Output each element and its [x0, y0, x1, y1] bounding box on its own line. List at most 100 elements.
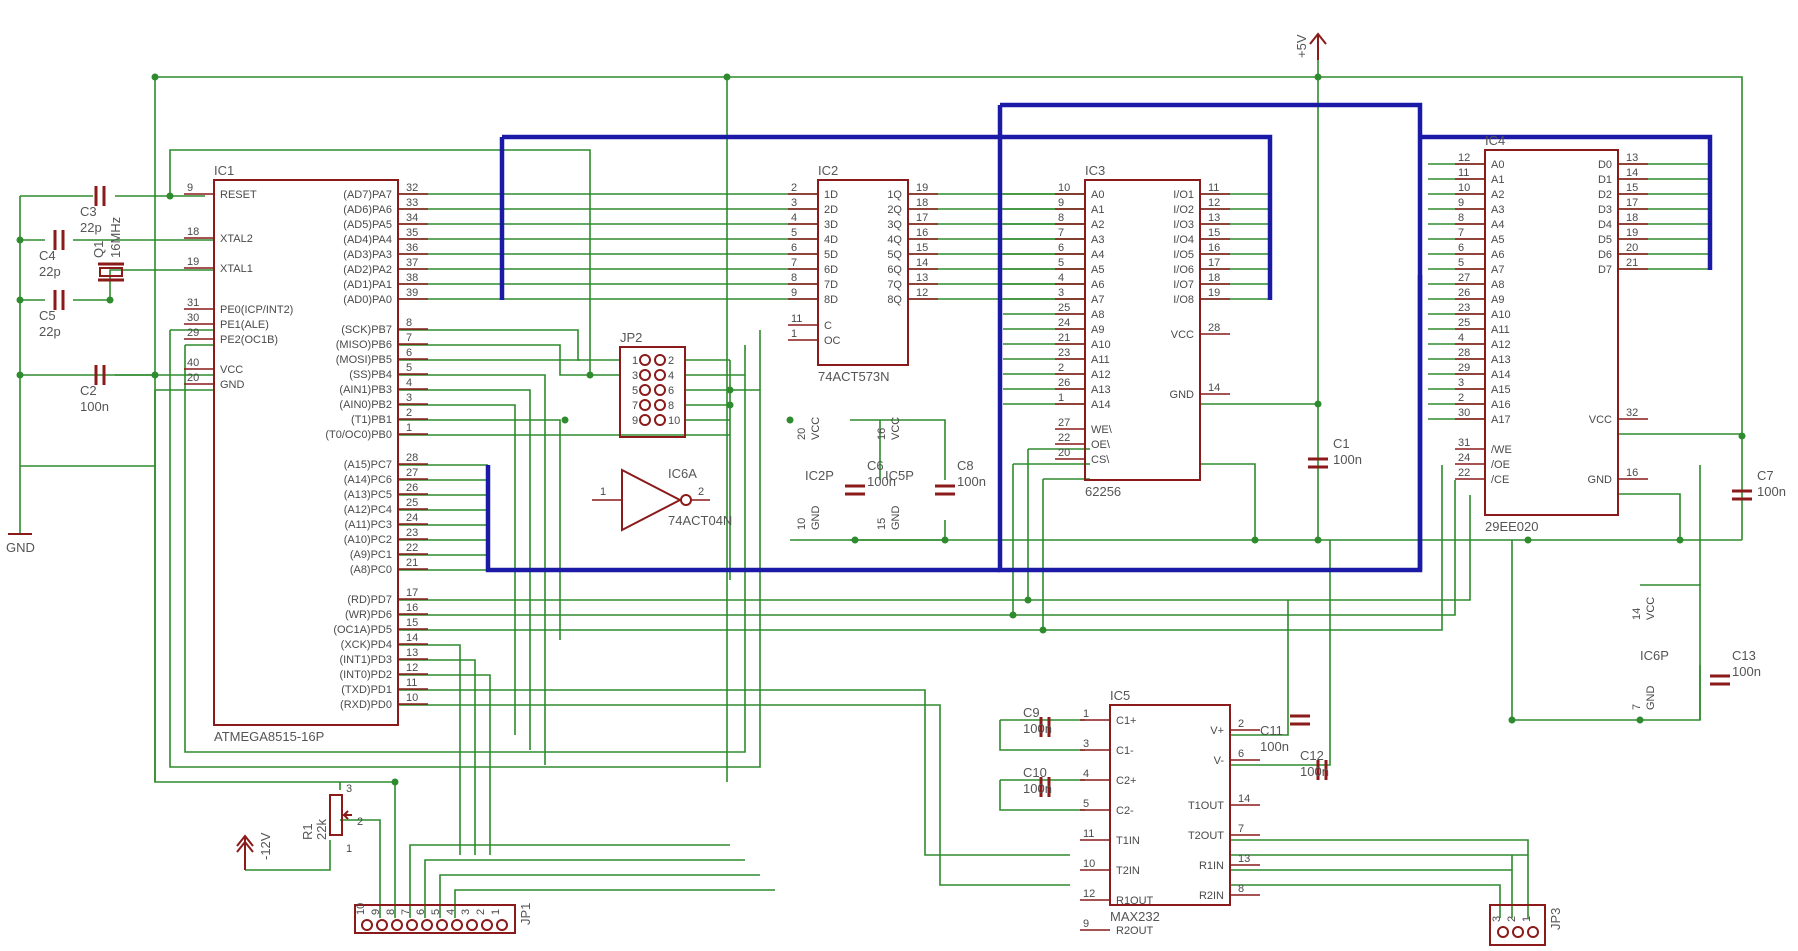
ic5-pin-name: R1OUT — [1116, 895, 1154, 907]
ic3-pin-number: 22 — [1058, 432, 1070, 444]
ic5-pin-number: 12 — [1083, 888, 1095, 900]
ic1-pin-number: 27 — [406, 467, 418, 479]
crystal-body — [99, 267, 123, 277]
junction-dot — [1251, 536, 1259, 544]
capacitor-ref: C1 — [1333, 436, 1350, 451]
ic5-pin-number: 14 — [1238, 793, 1250, 805]
ic1-pin-number: 6 — [406, 347, 412, 359]
ic4-pin-number: 26 — [1458, 287, 1470, 299]
ic4-pin-name: A1 — [1491, 174, 1504, 186]
ic2-pin-number: 4 — [791, 212, 797, 224]
ic3-pin-name: A1 — [1091, 204, 1104, 216]
ic3-pin-number: 5 — [1058, 257, 1064, 269]
ic3-pin-number: 26 — [1058, 377, 1070, 389]
ic3-ref: IC3 — [1085, 163, 1105, 178]
ic4-pin-name: A2 — [1491, 189, 1504, 201]
ic1-pin-number: 23 — [406, 527, 418, 539]
jp2-pin-number: 1 — [632, 355, 638, 367]
jp3-pin-number: 3 — [1491, 916, 1503, 922]
ic1-ref: IC1 — [214, 163, 234, 178]
ic1-pin-name: PE0(ICP/INT2) — [220, 304, 293, 316]
ic2-pin-number: 15 — [916, 242, 928, 254]
capacitor-value: 22p — [39, 264, 61, 279]
junction-dot — [106, 296, 114, 304]
ic4-pin-number: 29 — [1458, 362, 1470, 374]
ic4-pin-name: A0 — [1491, 159, 1504, 171]
ic2-pin-name: 1D — [824, 189, 838, 201]
jp2-pin-number: 9 — [632, 415, 638, 427]
power-symbols — [8, 32, 1327, 870]
capacitor-ref: C2 — [80, 383, 97, 398]
jp3-connector — [1489, 904, 1546, 946]
junction-dot — [561, 416, 569, 424]
ic3-pin-name: GND — [1170, 389, 1195, 401]
ic3-chip — [1055, 179, 1230, 481]
ic3-pin-number: 21 — [1058, 332, 1070, 344]
ic4-pin-number: 17 — [1626, 197, 1638, 209]
ic3-pin-name: A8 — [1091, 309, 1104, 321]
ic5-pin-name: T2IN — [1116, 865, 1140, 877]
ic3-pin-number: 7 — [1058, 227, 1064, 239]
ic3-pin-number: 2 — [1058, 362, 1064, 374]
ic1-pin-name: (WR)PD6 — [345, 609, 392, 621]
jp1-pin-number: 7 — [400, 909, 412, 915]
ic1-pin-number: 3 — [406, 392, 412, 404]
ic5-pin-name: C1- — [1116, 745, 1134, 757]
jp2-pin-number: 8 — [668, 400, 674, 412]
jp2-header — [619, 346, 686, 438]
power-gnd-label: GND — [810, 506, 822, 531]
ic5-pin-number: 1 — [1083, 708, 1089, 720]
jp1-pin-hole — [451, 919, 463, 931]
ic4-pin-number: 22 — [1458, 467, 1470, 479]
ic4-pin-name: A12 — [1491, 339, 1511, 351]
jp3-pin-hole — [1497, 926, 1509, 938]
ic1-chip — [184, 179, 428, 726]
ic3-pin-name: A6 — [1091, 279, 1104, 291]
jp2-pin-hole — [654, 369, 666, 381]
jp1-ref: JP1 — [518, 903, 533, 925]
ic1-pin-number: 17 — [406, 587, 418, 599]
power-unit-ref: IC2P — [805, 468, 834, 483]
ic4-pin-name: A9 — [1491, 294, 1504, 306]
ic3-pin-name: A13 — [1091, 384, 1111, 396]
ic1-pin-name: (AD0)PA0 — [343, 294, 392, 306]
ic3-pin-name: A9 — [1091, 324, 1104, 336]
ic3-pin-name: CS\ — [1091, 454, 1110, 466]
ic2-body — [817, 179, 909, 366]
ic3-pin-name: A14 — [1091, 399, 1111, 411]
ic1-pin-name: (T0/OC0)PB0 — [325, 429, 392, 441]
junction-dot — [391, 778, 399, 786]
ic1-pin-name: (A10)PC2 — [344, 534, 392, 546]
ic5-pin-number: 5 — [1083, 798, 1089, 810]
ic2-pin-number: 18 — [916, 197, 928, 209]
c8-capacitor — [935, 484, 955, 496]
ic1-pin-name: (A15)PC7 — [344, 459, 392, 471]
ic4-pin-number: 10 — [1458, 182, 1470, 194]
ic3-pin-name: A4 — [1091, 249, 1104, 261]
jp3-ref: JP3 — [1548, 908, 1563, 930]
ic1-pin-number: 39 — [406, 287, 418, 299]
power-gnd-label: GND — [1645, 686, 1657, 711]
capacitor-value: 100n — [867, 474, 896, 489]
ic4-chip — [1455, 149, 1648, 516]
ic1-pin-number: 40 — [187, 357, 199, 369]
ic2-pin-number: 14 — [916, 257, 928, 269]
c3-capacitor — [94, 186, 106, 206]
ic2-pin-name: 7D — [824, 279, 838, 291]
ic2-part: 74ACT573N — [818, 369, 890, 384]
ic4-pin-number: 20 — [1626, 242, 1638, 254]
ic1-pin-name: (A8)PC0 — [350, 564, 392, 576]
ic4-pin-number: 18 — [1626, 212, 1638, 224]
ic1-pin-number: 11 — [406, 677, 417, 689]
ic2-ref: IC2 — [818, 163, 838, 178]
ic2-pin-number: 2 — [791, 182, 797, 194]
neg-supply-label: -12V — [258, 832, 273, 860]
ic4-pin-name: A15 — [1491, 384, 1511, 396]
ic1-pin-number: 28 — [406, 452, 418, 464]
ic3-pin-number: 13 — [1208, 212, 1220, 224]
ic1-pin-name: RESET — [220, 189, 257, 201]
ic2-pin-number: 1 — [791, 328, 797, 340]
junction-dot — [1676, 536, 1684, 544]
power-unit-ref: IC6P — [1640, 648, 1669, 663]
jp1-pin-number: 9 — [370, 909, 382, 915]
